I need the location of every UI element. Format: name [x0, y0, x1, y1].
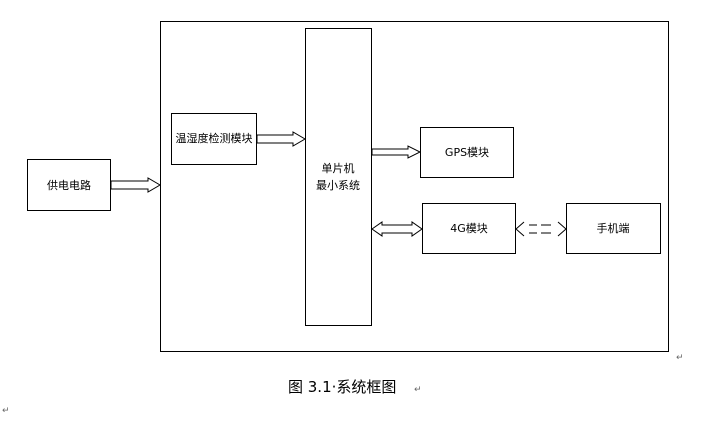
- wireless-link: [515, 221, 567, 237]
- mcu-4g-double-arrow: [371, 221, 423, 237]
- mcu-to-gps-arrow: [371, 145, 422, 159]
- mcu-label-line1: 单片机: [322, 161, 355, 175]
- gps-module-label: GPS模块: [445, 146, 489, 159]
- paragraph-mark-icon: ↵: [2, 406, 10, 416]
- phone-block: [566, 203, 661, 254]
- module-4g-label: 4G模块: [450, 222, 488, 235]
- mcu-label-line2: 最小系统: [316, 179, 360, 192]
- power-to-system-arrow: [110, 177, 161, 193]
- figure-caption: 图 3.1·系统框图: [288, 378, 396, 396]
- gps-module-block: [420, 127, 514, 178]
- sensor-module-label: 温湿度检测模块: [176, 131, 253, 145]
- caption-return-mark-icon: ↵: [414, 385, 422, 395]
- system-boundary: [160, 21, 669, 352]
- sensor-module-block: [171, 113, 257, 165]
- phone-label: 手机端: [597, 221, 630, 235]
- sensor-to-mcu-arrow: [256, 131, 306, 147]
- power-supply-label: 供电电路: [47, 178, 91, 192]
- mcu-block: [305, 28, 372, 326]
- paragraph-mark-icon: ↵: [676, 353, 684, 363]
- power-supply-block: [27, 159, 111, 211]
- module-4g-block: [422, 203, 516, 254]
